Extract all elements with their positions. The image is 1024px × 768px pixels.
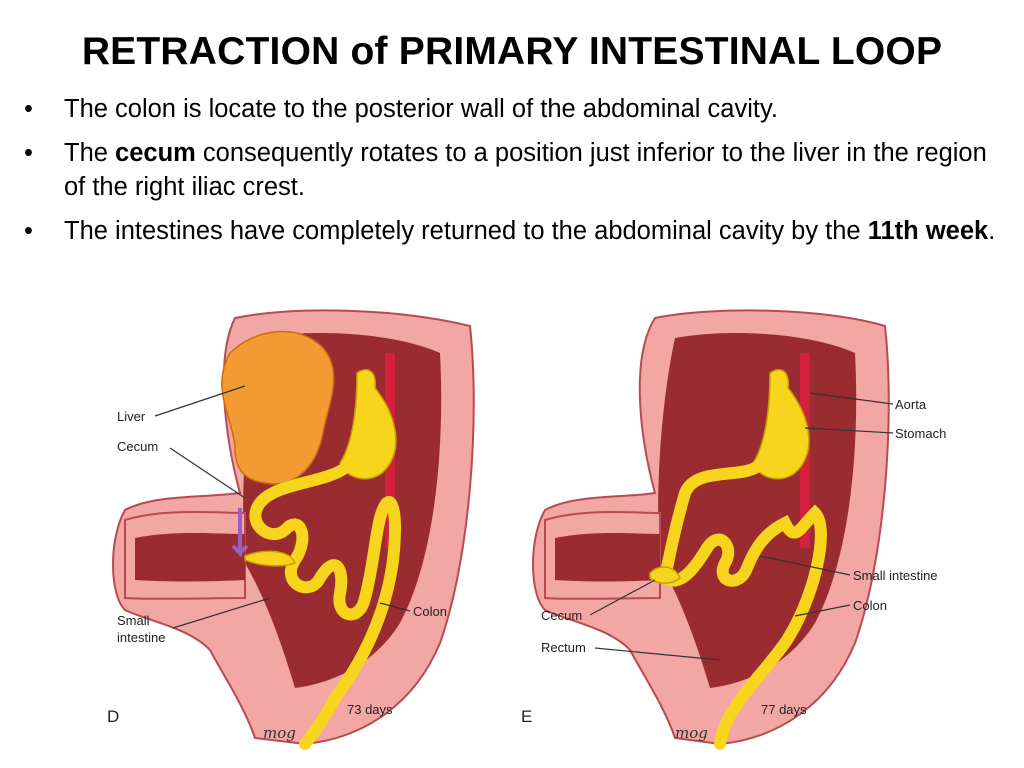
bullet-text-post: consequently rotates to a position just … xyxy=(64,139,987,201)
intestine-e xyxy=(658,462,827,750)
bullet-item: • The cecum consequently rotates to a po… xyxy=(24,136,1004,204)
label-colon-d: Colon xyxy=(413,604,447,619)
bullet-bold-term: cecum xyxy=(115,139,196,167)
bullet-dot: • xyxy=(24,95,33,123)
bullet-bold-term: 11th week xyxy=(867,217,989,245)
bullet-item: • The colon is locate to the posterior w… xyxy=(24,92,1004,126)
bullet-text-post: . xyxy=(988,217,996,245)
leader-aorta xyxy=(809,392,894,405)
leader-colon-e xyxy=(794,604,851,617)
leader-small-intestine-e xyxy=(759,555,851,576)
label-liver: Liver xyxy=(117,409,146,424)
label-rectum: Rectum xyxy=(541,640,586,655)
label-cecum-d: Cecum xyxy=(117,439,158,454)
liver-shape xyxy=(221,330,335,485)
bullet-text-pre: The intestines have completely returned … xyxy=(64,217,868,245)
bullet-text-pre: The xyxy=(64,139,116,167)
leader-rectum xyxy=(594,647,721,661)
label-stomach: Stomach xyxy=(895,426,946,441)
bullet-dot: • xyxy=(24,217,33,245)
label-small-intestine-d-2: intestine xyxy=(117,630,165,645)
bullet-item: • The intestines have completely returne… xyxy=(24,214,1004,248)
slide-title: RETRACTION of PRIMARY INTESTINAL LOOP xyxy=(81,30,943,73)
leader-cecum-d xyxy=(169,447,246,499)
age-label-d: 73 days xyxy=(347,702,393,717)
cecum-shape-d xyxy=(244,550,296,567)
intestine-d xyxy=(249,462,402,750)
panel-letter-d: D xyxy=(107,707,119,726)
stomach-d xyxy=(339,369,397,480)
stalk-lumen-d xyxy=(135,533,245,582)
rotation-arrow-d xyxy=(231,508,249,558)
label-cecum-e: Cecum xyxy=(541,608,582,623)
embryo-illustration: Liver Cecum Small intestine Colon D 73 d… xyxy=(107,309,946,750)
panel-e: Aorta Stomach Small intestine Colon Cecu… xyxy=(521,309,946,750)
artist-signature-e: mog xyxy=(675,724,708,742)
age-label-e: 77 days xyxy=(761,702,807,717)
bullet-dot: • xyxy=(24,139,33,167)
stalk-lumen-e xyxy=(555,533,660,582)
leader-small-intestine-d xyxy=(172,597,271,629)
label-small-intestine-e: Small intestine xyxy=(853,568,938,583)
bullet-text: The colon is locate to the posterior wal… xyxy=(64,95,778,123)
artist-signature-d: mog xyxy=(263,724,296,742)
panel-letter-e: E xyxy=(521,707,532,726)
panel-d: Liver Cecum Small intestine Colon D 73 d… xyxy=(107,309,475,750)
leader-cecum-e xyxy=(589,579,656,616)
bullet-list: • The colon is locate to the posterior w… xyxy=(24,92,1004,258)
label-colon-e: Colon xyxy=(853,598,887,613)
leader-liver xyxy=(154,385,246,417)
label-aorta: Aorta xyxy=(895,397,927,412)
label-small-intestine-d-1: Small xyxy=(117,613,150,628)
leader-colon-d xyxy=(379,602,411,612)
stomach-e xyxy=(752,369,810,480)
leader-stomach xyxy=(804,427,894,434)
